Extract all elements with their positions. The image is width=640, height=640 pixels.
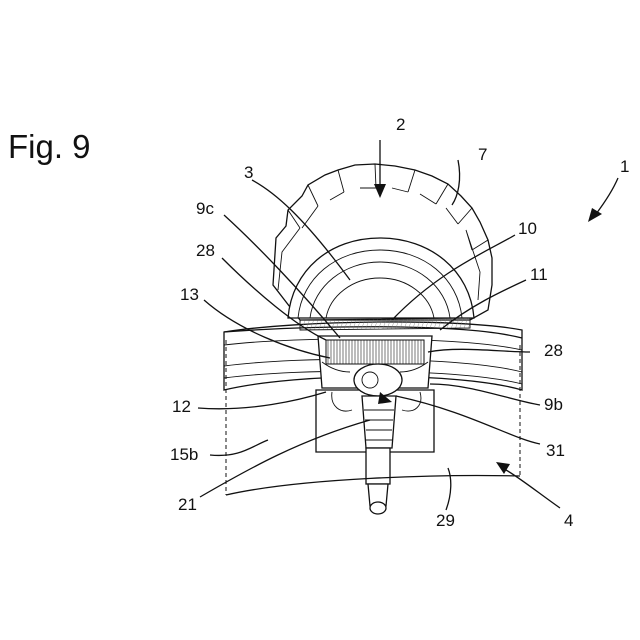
label-1: 1 bbox=[620, 157, 629, 176]
label-10: 10 bbox=[518, 219, 537, 238]
label-29: 29 bbox=[436, 511, 455, 530]
arrow-4 bbox=[496, 462, 560, 508]
label-13: 13 bbox=[180, 285, 199, 304]
label-28-right: 28 bbox=[544, 341, 563, 360]
label-12: 12 bbox=[172, 397, 191, 416]
arrow-1 bbox=[588, 178, 618, 222]
label-15b: 15b bbox=[170, 445, 198, 464]
label-4: 4 bbox=[564, 511, 573, 530]
label-21: 21 bbox=[178, 495, 197, 514]
label-7: 7 bbox=[478, 145, 487, 164]
label-9c: 9c bbox=[196, 199, 214, 218]
label-9b: 9b bbox=[544, 395, 563, 414]
label-28-left: 28 bbox=[196, 241, 215, 260]
shaft bbox=[362, 392, 396, 514]
label-31: 31 bbox=[546, 441, 565, 460]
label-11: 11 bbox=[530, 265, 548, 284]
label-2: 2 bbox=[396, 115, 405, 134]
label-3: 3 bbox=[244, 163, 253, 182]
